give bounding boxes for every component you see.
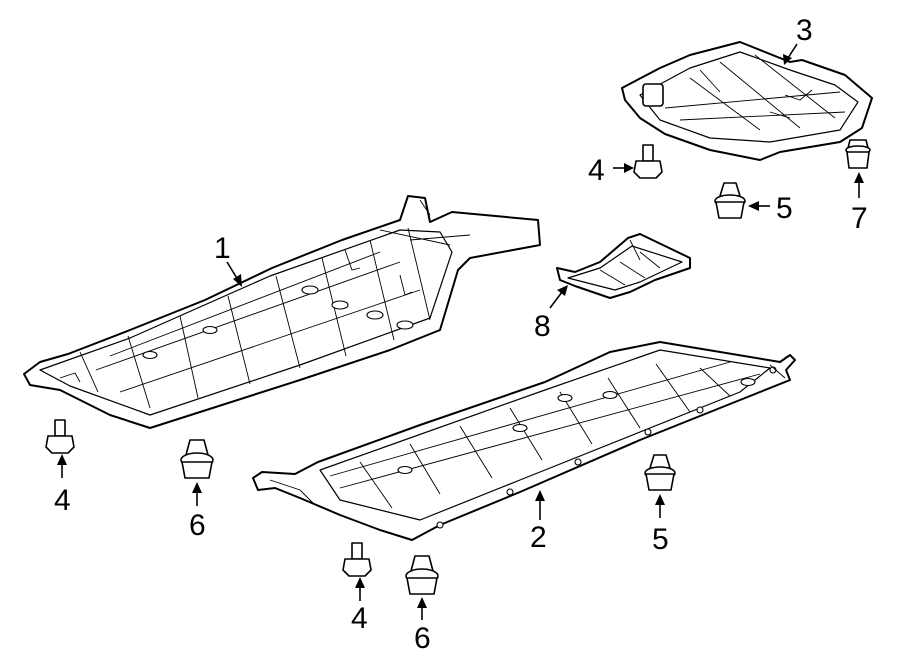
fastener-4-bottom[interactable] — [342, 542, 372, 577]
callout-4-left: 4 — [54, 484, 71, 517]
splash-shield-front[interactable] — [23, 195, 541, 429]
fastener-4-upper[interactable] — [633, 144, 663, 179]
small-shield[interactable] — [556, 233, 691, 299]
callout-6-left: 6 — [189, 509, 206, 542]
callout-6-bottom: 6 — [414, 622, 431, 655]
callout-4-bottom: 4 — [351, 602, 368, 635]
callout-3: 3 — [796, 14, 813, 47]
callout-5-upper: 5 — [776, 192, 793, 225]
leader-lines — [57, 43, 864, 620]
callout-8: 8 — [534, 310, 551, 343]
fastener-6-bottom[interactable] — [405, 555, 439, 595]
fastener-6-left[interactable] — [180, 439, 214, 479]
callout-4-upper: 4 — [588, 154, 605, 187]
callout-2: 2 — [530, 521, 547, 554]
fastener-5-upper[interactable] — [714, 182, 746, 219]
fastener-5-right[interactable] — [644, 454, 676, 491]
splash-shield-rear[interactable] — [252, 341, 796, 541]
engine-undercover[interactable] — [621, 41, 873, 161]
callout-7: 7 — [851, 202, 868, 235]
fastener-7[interactable] — [845, 139, 871, 169]
callout-5-right: 5 — [652, 523, 669, 556]
callout-1: 1 — [214, 232, 231, 265]
fastener-4-left[interactable] — [45, 419, 75, 454]
